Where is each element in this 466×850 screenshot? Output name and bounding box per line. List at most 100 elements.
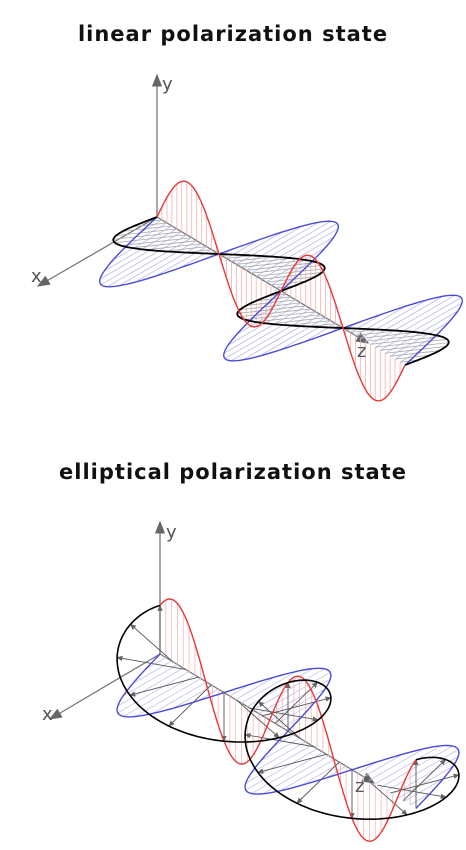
field-hatch-line xyxy=(241,259,307,268)
x-hatch-line xyxy=(99,231,183,280)
field-hatch-line xyxy=(114,234,187,244)
x-hatch-line xyxy=(398,765,454,799)
field-vector-arrow xyxy=(296,761,340,804)
x-hatch-line xyxy=(357,761,379,774)
field-hatch-line xyxy=(244,311,316,321)
x-hatch-line xyxy=(135,678,201,717)
field-helix xyxy=(116,604,460,820)
x-hatch-line xyxy=(250,741,306,774)
x-hatch-line xyxy=(370,294,455,345)
x-hatch-line xyxy=(360,299,427,339)
x-hatch-line xyxy=(264,678,331,718)
field-hatch-line xyxy=(240,302,301,311)
x-hatch-line xyxy=(363,753,403,778)
x-hatch-line xyxy=(252,668,325,711)
field-vector-arrow xyxy=(262,696,332,717)
elliptical-polarization-diagram: y x z xyxy=(42,520,460,842)
field-hatch-line xyxy=(113,231,182,240)
x-component-wave xyxy=(116,653,460,809)
field-hatch-line xyxy=(246,299,296,306)
linear-polarization-diagram: y x z xyxy=(31,73,464,402)
field-hatch-line xyxy=(266,276,316,283)
field-hatch-line xyxy=(238,308,311,318)
z-axis-label: z xyxy=(355,776,364,797)
x-hatch-line xyxy=(236,225,303,265)
field-vector-arrow xyxy=(257,753,327,774)
x-hatch-line xyxy=(251,751,324,794)
x-hatch-line xyxy=(229,683,251,697)
x-hatch-line xyxy=(117,671,190,714)
x-axis xyxy=(48,653,161,720)
field-hatch-line xyxy=(116,228,177,236)
x-hatch-line xyxy=(242,314,321,361)
z-axis-label: z xyxy=(357,341,366,362)
field-hatch-line xyxy=(370,336,442,345)
x-hatch-line xyxy=(173,685,213,709)
x-hatch-line xyxy=(375,745,441,785)
field-hatch-line xyxy=(270,317,326,325)
field-hatch-line xyxy=(122,225,172,232)
x-hatch-line xyxy=(259,317,326,357)
x-axis-label: x xyxy=(42,704,53,725)
z-axis xyxy=(159,653,376,784)
field-hatch-line xyxy=(360,331,416,339)
x-hatch-line xyxy=(264,293,287,307)
x-hatch-line xyxy=(145,657,167,670)
field-vectors xyxy=(116,604,460,820)
x-hatch-line xyxy=(132,660,172,684)
field-vector-arrow xyxy=(249,707,319,722)
field-hatch-line xyxy=(236,257,292,265)
x-hatch-line xyxy=(379,302,463,351)
x-hatch-line xyxy=(301,762,341,786)
x-hatch-line xyxy=(231,311,316,362)
x-hatch-line xyxy=(404,778,444,802)
x-hatch-line xyxy=(258,671,331,714)
field-vector-arrow xyxy=(402,758,447,801)
x-hatch-line xyxy=(231,231,283,262)
x-hatch-line xyxy=(260,737,300,762)
x-hatch-line xyxy=(409,792,431,806)
field-vector-arrow xyxy=(236,699,280,739)
field-vector-arrow xyxy=(168,684,212,727)
y-axis-label: y xyxy=(166,522,177,543)
x-hatch-line xyxy=(275,275,298,289)
x-hatch-line xyxy=(365,295,444,342)
y-component-hatching xyxy=(161,181,401,401)
x-hatch-line xyxy=(223,305,307,354)
x-hatch-line xyxy=(270,688,326,722)
x-hatch-line xyxy=(107,237,192,288)
x-hatch-line xyxy=(245,744,312,784)
elliptical-panel-title: elliptical polarization state xyxy=(59,460,407,484)
x-hatch-line xyxy=(273,734,295,747)
x-hatch-line xyxy=(140,219,163,233)
field-vector-arrow xyxy=(364,777,408,816)
x-hatch-line xyxy=(241,221,320,268)
x-axis xyxy=(36,216,158,287)
field-vector-arrow xyxy=(129,676,199,697)
field-hatch-line xyxy=(231,256,274,262)
field-hatch-line xyxy=(146,243,202,251)
x-hatch-line xyxy=(380,745,453,788)
x-hatch-line xyxy=(122,664,178,697)
x-hatch-line xyxy=(123,674,196,717)
field-vector-arrow xyxy=(129,623,174,663)
x-hatch-line xyxy=(399,349,422,363)
y-component-wave xyxy=(156,180,406,402)
field-hatch-line xyxy=(131,240,197,249)
x-hatch-line xyxy=(392,756,459,795)
x-hatch-line xyxy=(325,765,347,779)
x-hatch-line xyxy=(117,667,184,707)
field-vector-arrow xyxy=(390,773,460,794)
x-hatch-line xyxy=(276,701,316,725)
x-axis-label: x xyxy=(31,266,42,287)
field-hatch-line xyxy=(385,346,446,354)
field-hatch-line xyxy=(246,262,318,271)
field-hatch-line xyxy=(132,222,167,228)
field-hatch-line xyxy=(261,272,322,280)
x-hatch-line xyxy=(245,748,318,791)
x-hatch-line xyxy=(135,243,202,283)
field-hatch-line xyxy=(365,333,431,342)
linear-panel-title: linear polarization state xyxy=(77,22,389,46)
x-hatch-line xyxy=(279,320,331,351)
field-hatch-line xyxy=(390,350,440,357)
